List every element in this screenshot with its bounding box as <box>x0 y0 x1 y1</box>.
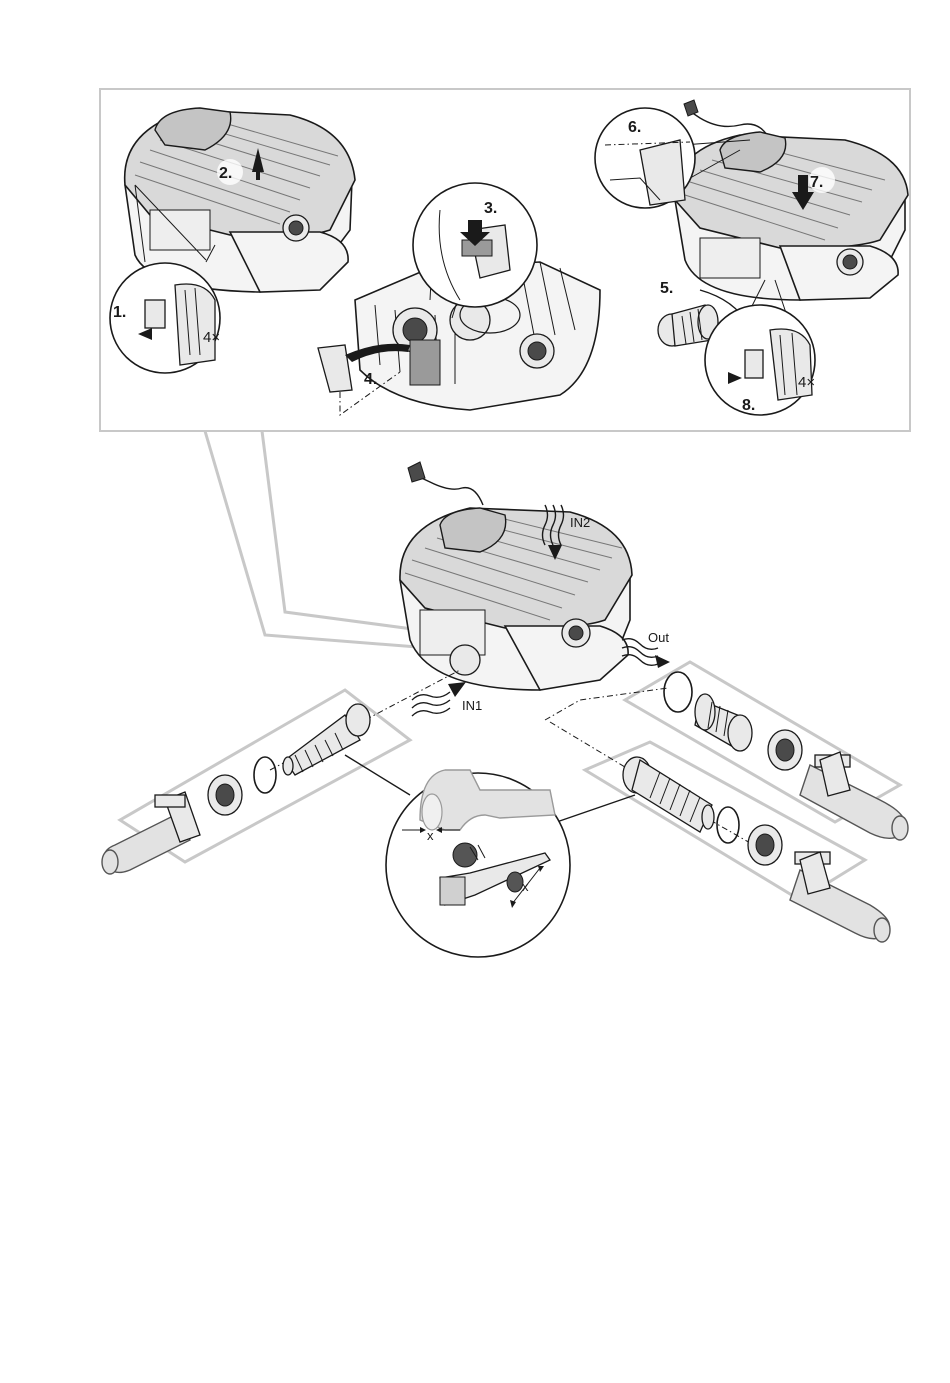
main-pump <box>400 508 632 690</box>
inlet-hose-kit <box>102 704 370 874</box>
inlet-port <box>450 645 480 675</box>
repeat-right-label: 4× <box>798 374 815 391</box>
step7-label: 7. <box>810 174 823 191</box>
filter-cover-part <box>318 345 352 392</box>
repeat-left-label: 4× <box>203 329 220 346</box>
step8-label: 8. <box>742 397 755 414</box>
dim-x1-label: x <box>427 828 434 843</box>
power-cable-main <box>415 475 483 505</box>
step1-label: 1. <box>113 304 126 321</box>
pump-reassembly-illustration <box>675 132 908 300</box>
dim-x2-label: x <box>522 879 529 894</box>
step3-label: 3. <box>484 200 497 217</box>
out-label: Out <box>648 630 669 645</box>
step2-label: 2. <box>219 165 232 182</box>
in1-label: IN1 <box>462 698 482 713</box>
panel-connector-lines <box>205 431 430 648</box>
step5-label: 5. <box>660 280 673 297</box>
step4-label: 4. <box>364 371 377 388</box>
in2-label: IN2 <box>570 515 590 530</box>
step6-label: 6. <box>628 119 641 136</box>
in1-flow-indicator <box>412 682 466 716</box>
